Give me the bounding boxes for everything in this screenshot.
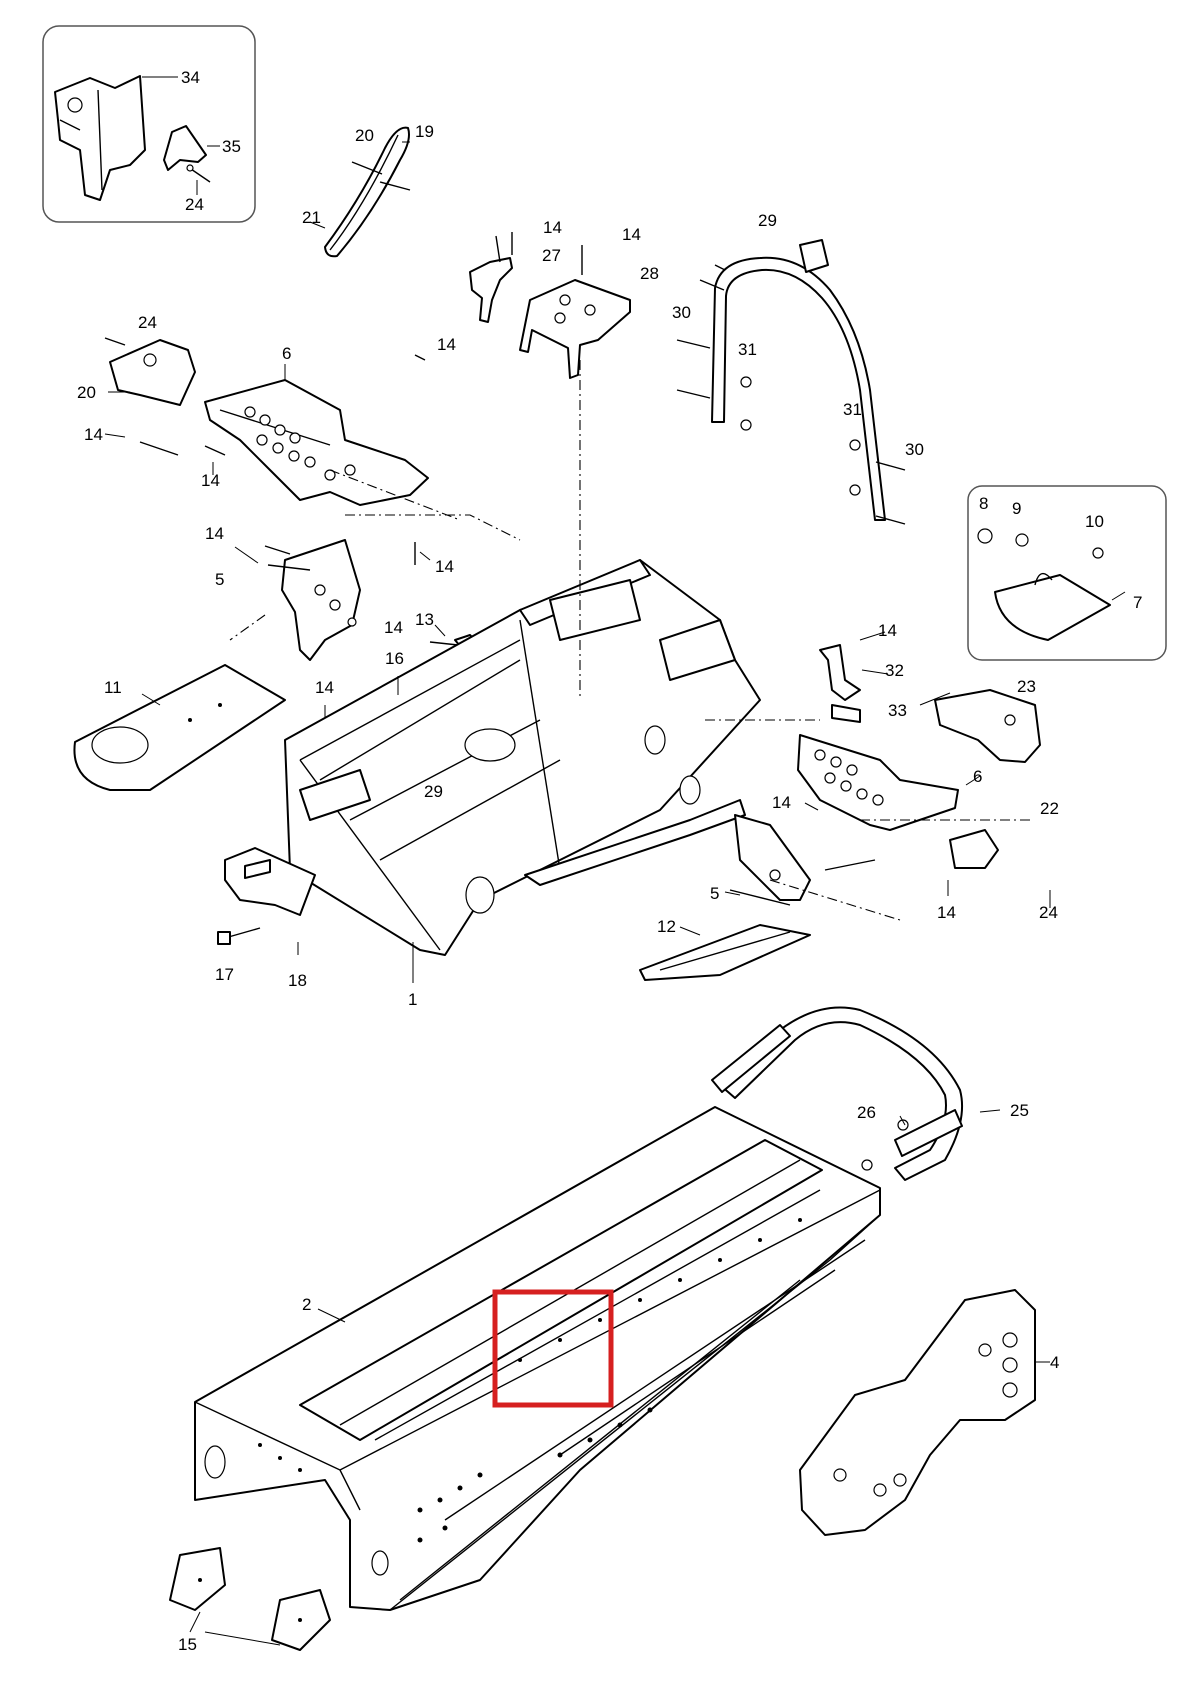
label-29: 29 xyxy=(424,782,443,801)
label-30: 30 xyxy=(672,303,691,322)
plate-15 xyxy=(169,1547,331,1651)
bracket-5-lower xyxy=(729,814,876,906)
label-20: 20 xyxy=(77,383,96,402)
label-14: 14 xyxy=(622,225,641,244)
label-19: 19 xyxy=(415,122,434,141)
bracket-18 xyxy=(224,847,316,916)
label-29: 29 xyxy=(758,211,777,230)
label-20: 20 xyxy=(355,126,374,145)
bracket-22 xyxy=(949,829,999,869)
label-24: 24 xyxy=(1039,903,1058,922)
inset-box-brackets xyxy=(42,25,256,223)
bracket-32-33 xyxy=(819,644,861,723)
label-5: 5 xyxy=(215,570,224,589)
label-10: 10 xyxy=(1085,512,1104,531)
label-14: 14 xyxy=(201,471,220,490)
label-30: 30 xyxy=(905,440,924,459)
bracket-5-upper xyxy=(267,539,361,661)
assembly-lines xyxy=(229,360,1030,921)
plate-11 xyxy=(73,664,286,791)
label-18: 18 xyxy=(288,971,307,990)
label-1: 1 xyxy=(408,990,417,1009)
label-35: 35 xyxy=(222,137,241,156)
label-27: 27 xyxy=(542,246,561,265)
label-22: 22 xyxy=(1040,799,1059,818)
label-6: 6 xyxy=(973,767,982,786)
label-11: 11 xyxy=(104,678,122,697)
rivets-left xyxy=(104,337,426,565)
bracket-23 xyxy=(934,689,1041,763)
label-14: 14 xyxy=(937,903,956,922)
label-14: 14 xyxy=(84,425,103,444)
footrest-holes xyxy=(244,406,356,481)
label-32: 32 xyxy=(885,661,904,680)
label-25: 25 xyxy=(1010,1101,1029,1120)
label-31: 31 xyxy=(738,340,757,359)
label-5: 5 xyxy=(710,884,719,903)
label-leaders xyxy=(104,364,1051,1646)
strap-assembly xyxy=(309,126,411,258)
highlight-box xyxy=(492,1289,614,1408)
label-14: 14 xyxy=(205,524,224,543)
part-7-handle xyxy=(994,572,1111,641)
label-31: 31 xyxy=(843,400,862,419)
label-8: 8 xyxy=(979,494,988,513)
label-12: 12 xyxy=(657,917,676,936)
label-21: 21 xyxy=(302,208,321,227)
rail-bracket-4 xyxy=(799,1289,1036,1536)
part-labels: 34 35 24 20 19 21 14 27 14 28 29 24 6 14… xyxy=(77,68,1142,1654)
tunnel-holes xyxy=(258,1218,802,1543)
label-14: 14 xyxy=(384,618,403,637)
label-6: 6 xyxy=(282,344,291,363)
main-frame-1 xyxy=(284,559,761,956)
label-15: 15 xyxy=(178,1635,197,1654)
label-16: 16 xyxy=(385,649,404,668)
part-35-clip xyxy=(163,125,207,171)
label-14: 14 xyxy=(543,218,562,237)
plate-12 xyxy=(639,924,811,981)
label-33: 33 xyxy=(888,701,907,720)
label-14: 14 xyxy=(437,335,456,354)
label-14: 14 xyxy=(772,793,791,812)
label-28: 28 xyxy=(640,264,659,283)
label-17: 17 xyxy=(215,965,234,984)
label-34: 34 xyxy=(181,68,200,87)
footrest-right-6 xyxy=(797,734,959,831)
label-9: 9 xyxy=(1012,499,1021,518)
bumper-25 xyxy=(711,1006,964,1181)
label-24: 24 xyxy=(185,195,204,214)
label-14: 14 xyxy=(435,557,454,576)
label-14: 14 xyxy=(315,678,334,697)
bolt-17 xyxy=(217,927,261,945)
tunnel-2 xyxy=(194,1106,881,1611)
label-26: 26 xyxy=(857,1103,876,1122)
label-4: 4 xyxy=(1050,1353,1059,1372)
label-7: 7 xyxy=(1133,593,1142,612)
footrest-left-6 xyxy=(109,339,429,506)
rollbar-29 xyxy=(676,239,906,525)
label-23: 23 xyxy=(1017,677,1036,696)
inset-box-handle xyxy=(967,485,1167,661)
bracket-27 xyxy=(469,232,513,323)
label-2: 2 xyxy=(302,1295,311,1314)
part-24-rivet xyxy=(186,164,211,183)
label-13: 13 xyxy=(415,610,434,629)
label-24: 24 xyxy=(138,313,157,332)
bracket-28 xyxy=(519,245,631,379)
label-14: 14 xyxy=(878,621,897,640)
part-34-bracket xyxy=(54,75,146,201)
